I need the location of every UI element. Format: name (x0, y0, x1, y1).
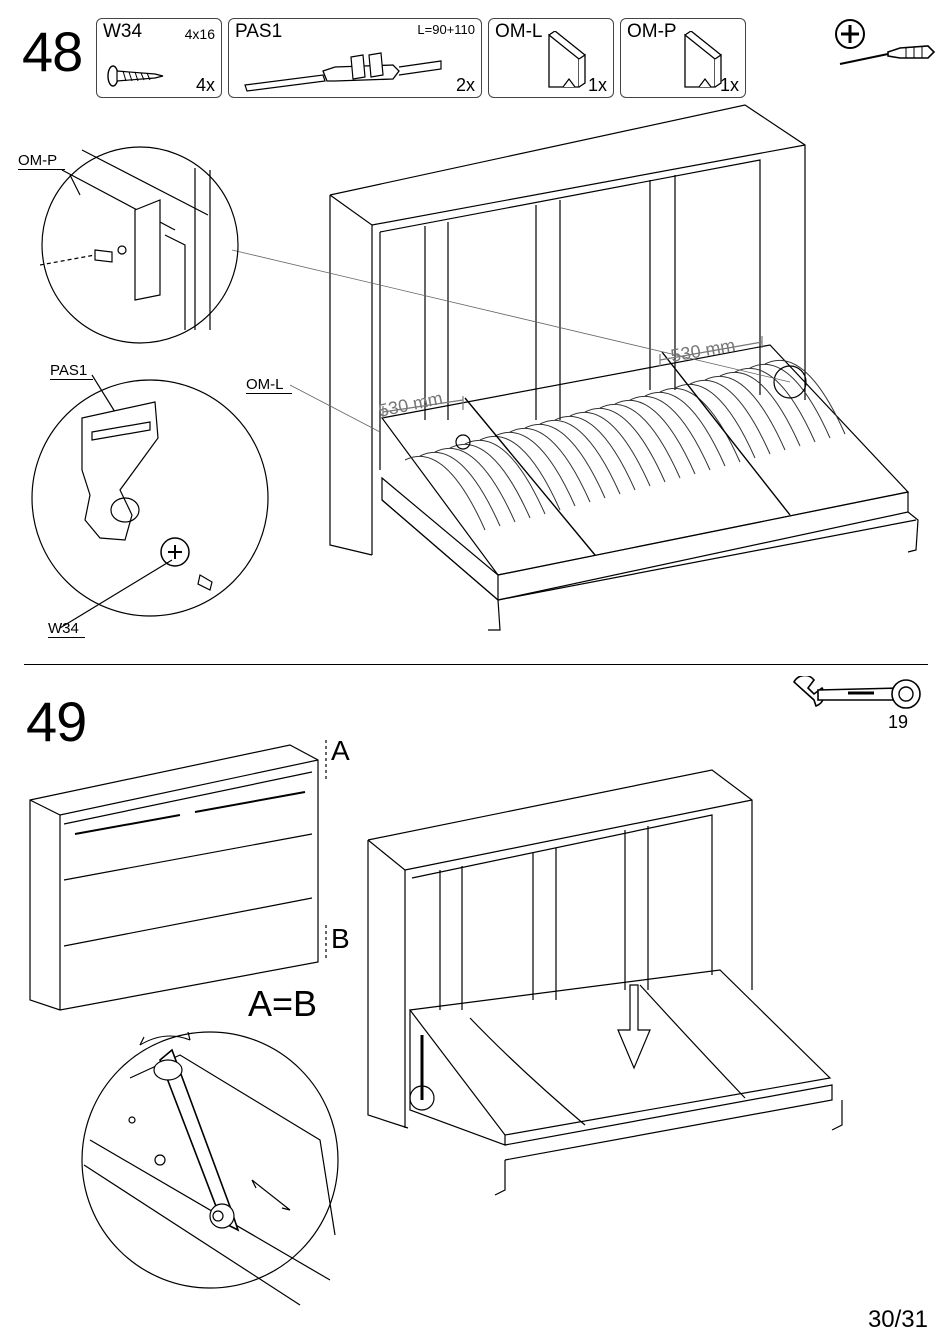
equation-a-equals-b: A=B (248, 983, 317, 1024)
marker-b: B (331, 923, 350, 954)
marker-a: A (331, 735, 350, 766)
page-number: 30/31 (868, 1306, 928, 1334)
